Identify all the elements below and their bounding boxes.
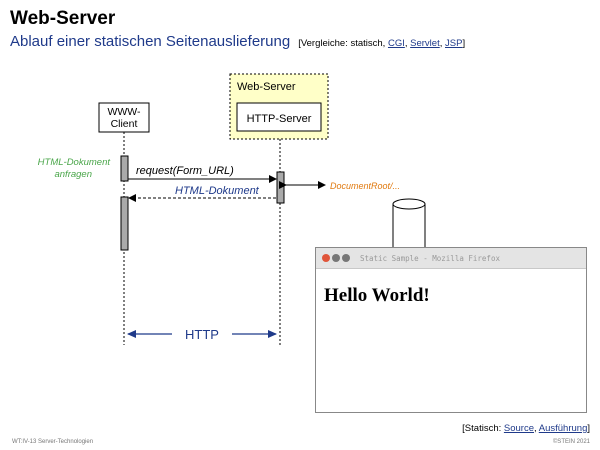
jsp-link[interactable]: JSP [445,38,463,49]
request-label: request(Form_URL) [136,165,234,177]
client-label-line1: WWW- [107,106,141,118]
cgi-link[interactable]: CGI [387,38,405,49]
static-note: [Statisch: Source, Ausführung] [462,423,590,434]
response-label: HTML-Dokument [175,185,260,197]
web-server-label: Web-Server [237,81,296,93]
footer-right: ©STEIN 2021 [552,439,590,445]
database-top [392,198,426,210]
footer-left: WT:IV-13 Server-Technologien [12,439,94,445]
page-subtitle: Ablauf einer statischen Seitenauslieferu… [10,33,465,50]
source-link[interactable]: Source [503,423,534,434]
page-title: Web-Server [10,8,116,29]
http-label: HTTP [185,327,219,342]
compare-suffix: ] [462,38,466,49]
client-activation-2 [120,196,129,251]
compare-note: [Vergleiche: statisch, CGI, Servlet, JSP… [298,38,466,49]
database-icon [392,204,426,247]
static-note-sep: , [534,423,537,434]
browser-window-title: Static Sample - Mozilla Firefox [360,253,500,263]
run-link[interactable]: Ausführung [538,423,588,434]
minimize-icon[interactable] [332,254,340,262]
browser-window: Static Sample - Mozilla Firefox Hello Wo… [315,247,587,413]
compare-prefix: [Vergleiche: statisch, [298,38,386,49]
http-server-label: HTTP-Server [247,113,312,125]
http-server-box [236,102,322,132]
docroot-label: DocumentRoot/... [330,181,400,191]
static-note-prefix: [Statisch: [462,423,502,434]
left-note-line2: anfragen [54,169,92,180]
maximize-icon[interactable] [342,254,350,262]
browser-page-heading: Hello World! [324,285,430,306]
client-activation-1 [120,155,129,182]
server-activation [276,171,285,204]
servlet-link[interactable]: Servlet [410,38,440,49]
static-note-suffix: ] [587,423,590,434]
client-label-line2: Client [111,118,138,130]
close-icon[interactable] [322,254,330,262]
browser-titlebar: Static Sample - Mozilla Firefox [316,248,586,269]
subtitle-text: Ablauf einer statischen Seitenauslieferu… [10,33,291,50]
left-note-line1: HTML-Dokument [38,157,111,168]
